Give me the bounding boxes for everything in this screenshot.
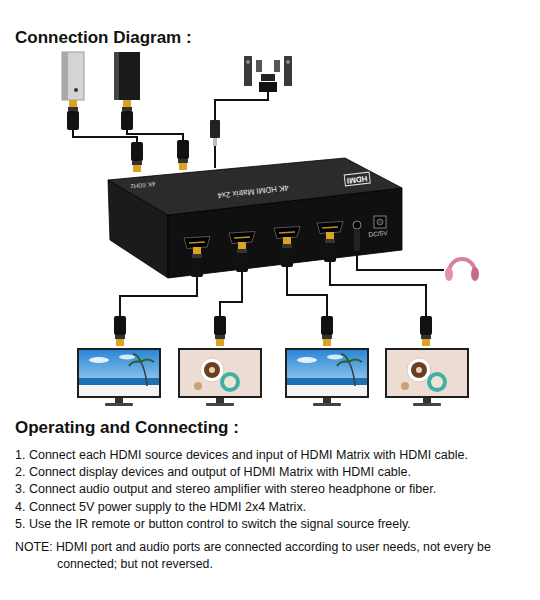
audio-jack (353, 221, 361, 229)
speaker-cone (286, 60, 290, 64)
hdmi-plug (321, 316, 333, 346)
tv-display (178, 348, 262, 406)
hdmi-plug (191, 247, 203, 277)
hdmi-plug (121, 100, 133, 130)
power-port (374, 216, 386, 228)
speaker-center (261, 74, 275, 81)
optical-cable (215, 92, 268, 120)
hdmi-cable (120, 277, 197, 316)
audio-plug (354, 229, 360, 251)
speaker-cone (246, 60, 250, 64)
tv-display (77, 348, 161, 406)
matrix-device: HDMI4K HDMI Matrix 2x44K 60Hz (105, 155, 410, 285)
ear-cup (471, 267, 479, 281)
speaker-tower (284, 56, 292, 86)
port-shell (274, 227, 300, 239)
jack-hole (353, 221, 361, 229)
port-label: DC/5V (368, 229, 388, 239)
hdmi-cable (287, 267, 327, 316)
headphone (445, 259, 479, 281)
device-body (114, 52, 140, 100)
optical-cable (214, 146, 216, 168)
hdmi-cable (220, 272, 242, 316)
optical-plug (210, 120, 220, 138)
hdmi-plug (131, 142, 143, 172)
device-side (62, 52, 68, 100)
device-side (114, 52, 119, 100)
subwoofer (259, 82, 277, 92)
port-shell (229, 232, 255, 244)
note-text: NOTE: HDMI port and audio ports are conn… (15, 539, 522, 573)
hdmi-port (184, 237, 210, 249)
port-pins (189, 242, 205, 243)
instruction-step: 3. Connect audio output and stereo ampli… (15, 481, 540, 498)
headband (449, 259, 475, 272)
hdmi-port (229, 232, 255, 244)
hdmi-plug (177, 140, 189, 170)
instruction-step: 1. Connect each HDMI source devices and … (15, 447, 540, 464)
optical-plug-tip (213, 138, 217, 146)
port-shell (317, 222, 343, 234)
hdmi-plug (281, 237, 293, 267)
hdmi-plug (324, 232, 336, 262)
device-body (62, 52, 84, 100)
hdmi-plug (114, 316, 126, 346)
source-device (114, 52, 140, 100)
port-shell (184, 237, 210, 249)
speaker-satellite (256, 60, 262, 72)
instruction-step: 4. Connect 5V power supply to the HDMI 2… (15, 499, 540, 516)
hdmi-cable (330, 262, 426, 316)
instruction-step: 2. Connect display devices and output of… (15, 464, 540, 481)
device-button (74, 88, 78, 92)
hdmi-port (317, 222, 343, 234)
port-pins (234, 237, 250, 238)
hdmi-plug (214, 316, 226, 346)
dc-pin (377, 219, 383, 225)
port-pins (279, 232, 295, 233)
hdmi-cable (127, 130, 183, 140)
section-heading: Operating and Connecting : (15, 417, 239, 438)
source-device (62, 52, 84, 100)
ear-cup (445, 267, 453, 281)
port-pins (322, 227, 338, 228)
box-top-face (108, 158, 402, 215)
hdmi-port (274, 227, 300, 239)
hdmi-plug (236, 242, 248, 272)
dc-socket (374, 216, 386, 228)
tv-display (385, 348, 469, 406)
hdmi-plug (420, 316, 432, 346)
speaker-tower (244, 56, 252, 86)
diagram-title: Connection Diagram : (15, 27, 192, 48)
instruction-step: 5. Use the IR remote or button control t… (15, 516, 540, 533)
speaker-system (244, 56, 292, 92)
audio-cable (357, 251, 444, 270)
tv-display (285, 348, 369, 406)
hdmi-plug (67, 100, 79, 130)
speaker-satellite (274, 60, 280, 72)
